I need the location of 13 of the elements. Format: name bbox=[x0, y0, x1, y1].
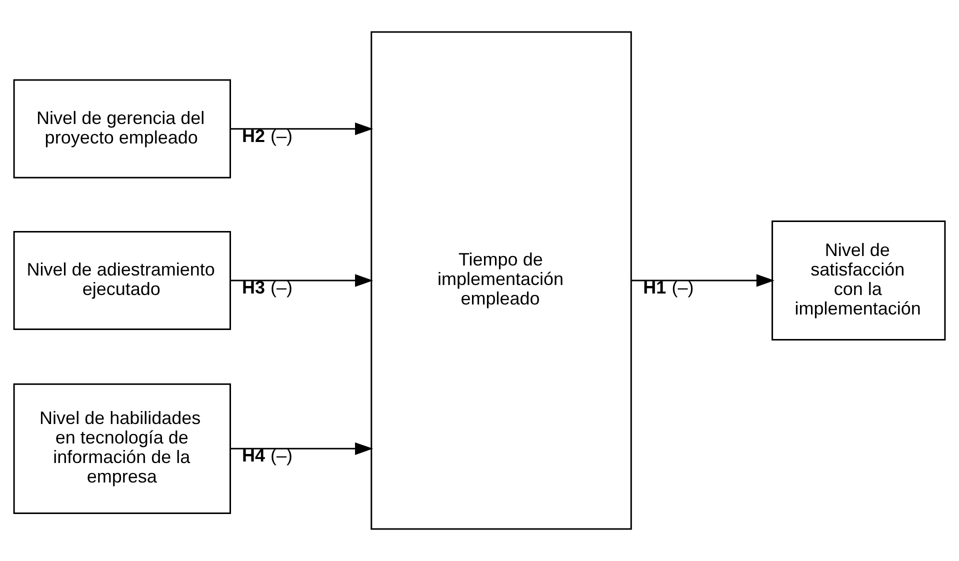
edge-label: H3 (–) bbox=[242, 277, 293, 298]
node-box: Nivel de satisfacción con la implementación bbox=[772, 220, 946, 341]
node-box: Nivel de adiestramiento ejecutado bbox=[13, 230, 231, 330]
arrow bbox=[230, 442, 374, 455]
node-box: Nivel de gerencia del proyecto empleado bbox=[13, 79, 231, 178]
node-box: Tiempo de implementación empleado bbox=[370, 31, 632, 530]
arrow bbox=[631, 274, 774, 287]
edge-label: H2 (–) bbox=[242, 126, 293, 146]
arrow bbox=[230, 122, 374, 136]
node-box: Nivel de habilidades en tecnología de información de la empresa bbox=[13, 383, 231, 514]
edge-label: H4 (–) bbox=[242, 446, 293, 466]
edge-label: H1 (–) bbox=[643, 277, 694, 298]
arrow bbox=[230, 274, 374, 287]
